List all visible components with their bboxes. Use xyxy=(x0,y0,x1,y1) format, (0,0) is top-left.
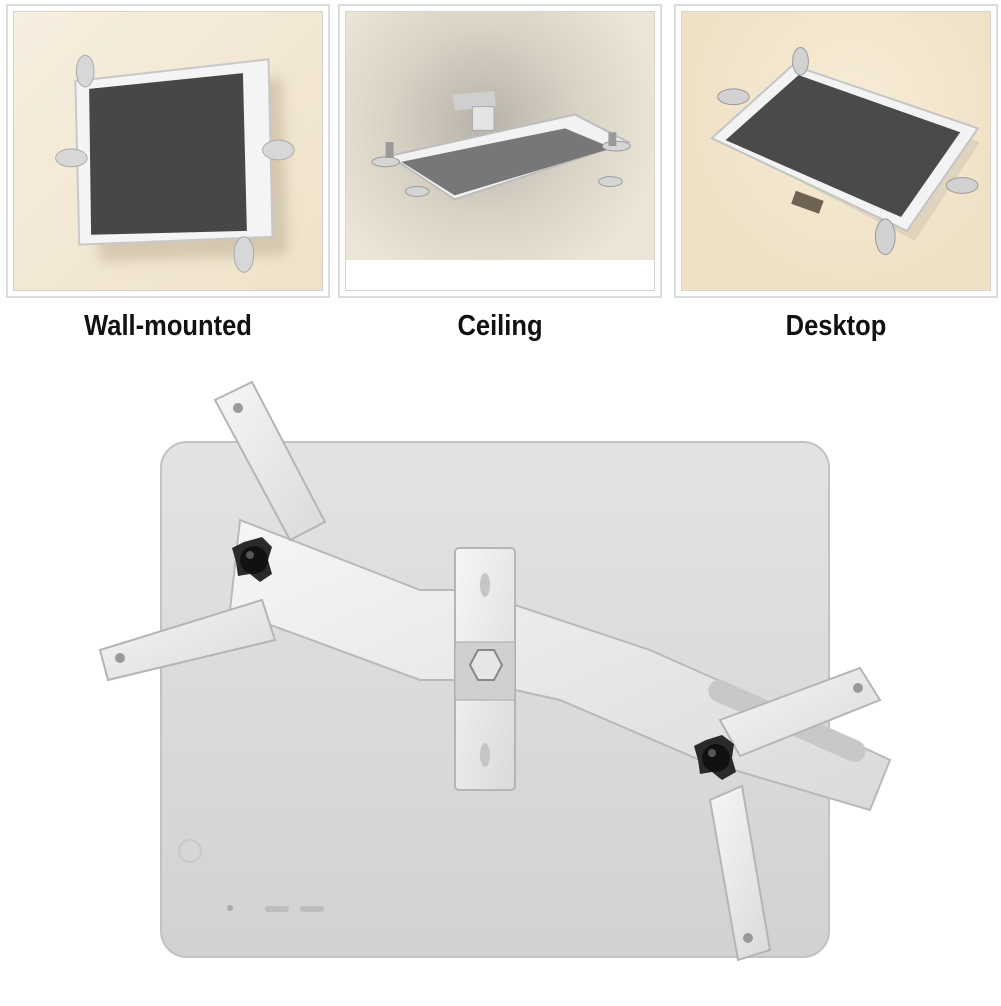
ceiling-image xyxy=(345,11,655,291)
desktop-image xyxy=(681,11,991,291)
wall-mounted-caption: Wall-mounted xyxy=(84,310,252,342)
ceiling-panel xyxy=(338,4,662,298)
right-knob-icon xyxy=(694,735,736,780)
desktop-tablet-illustration xyxy=(710,46,980,256)
top-left-arm xyxy=(213,380,327,542)
ceiling-caption: Ceiling xyxy=(457,310,543,342)
desktop-caption: Desktop xyxy=(785,310,887,342)
center-hex-nut xyxy=(468,649,504,681)
main-product-image xyxy=(0,360,1001,1001)
ceiling-tablet-illustration xyxy=(371,90,631,201)
tablet-mount-illustration xyxy=(98,380,892,962)
desktop-panel xyxy=(674,4,998,298)
tablet-camera-icon xyxy=(178,839,202,863)
bottom-left-arm xyxy=(98,598,277,682)
wall-mounted-image xyxy=(13,11,323,291)
ceiling-edge xyxy=(346,260,654,290)
left-knob-icon xyxy=(232,537,272,582)
wall-mounted-panel xyxy=(6,4,330,298)
bottom-right-arm xyxy=(708,784,772,962)
wall-mounted-tablet-illustration xyxy=(55,54,295,273)
